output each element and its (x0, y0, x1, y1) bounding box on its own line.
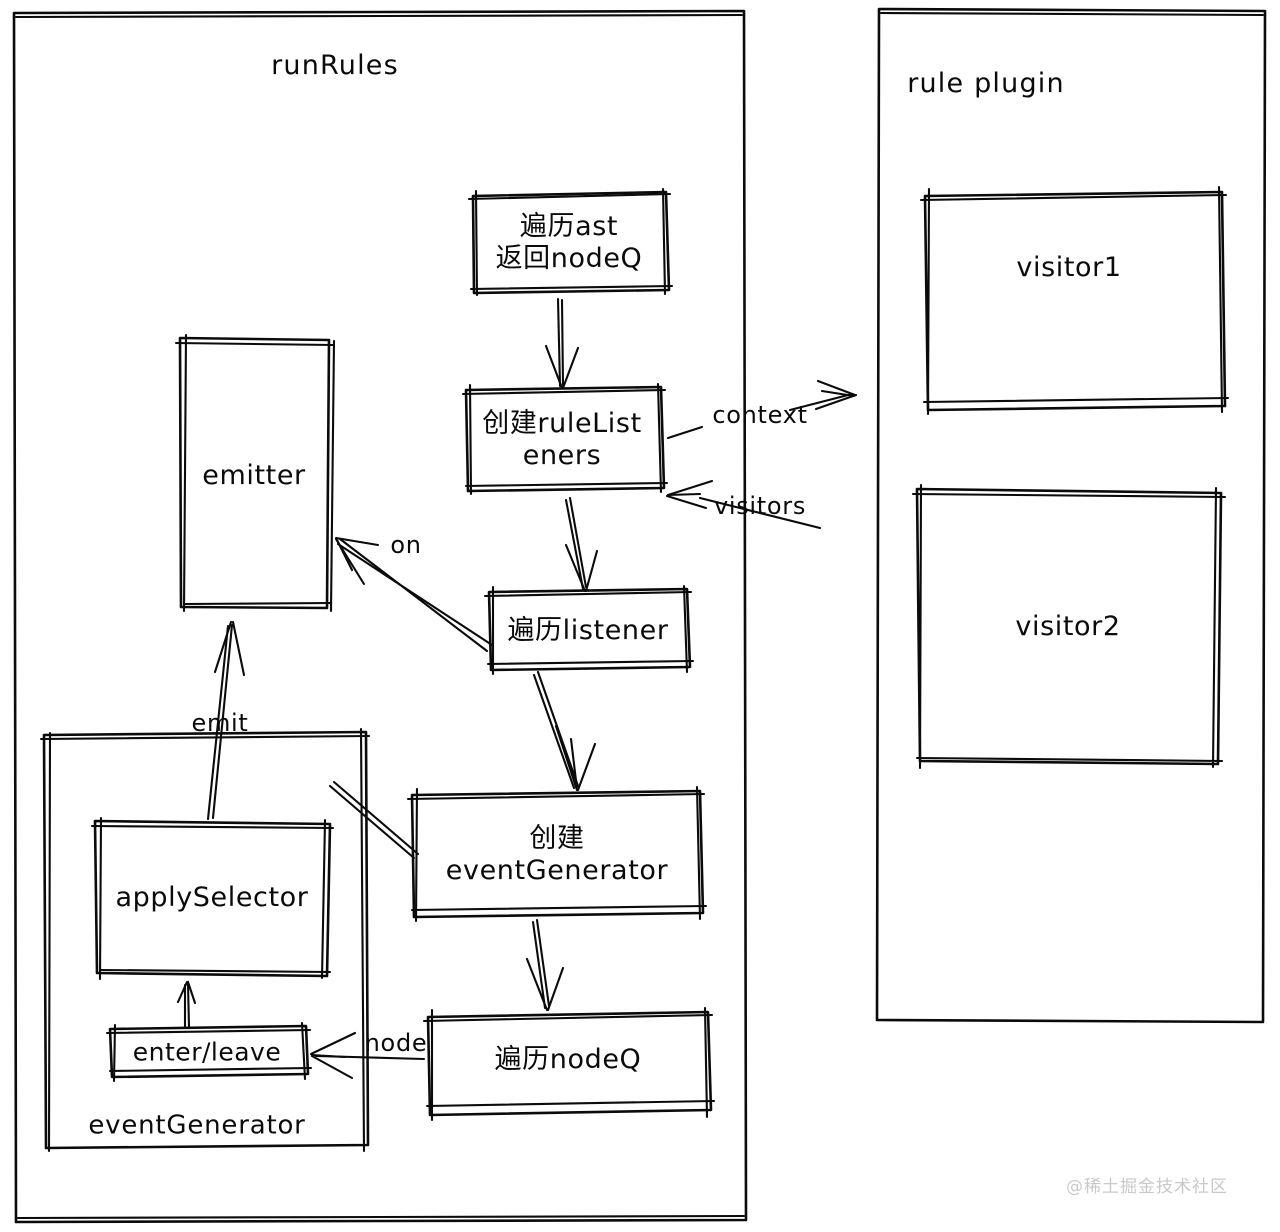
node-label-applyselector: applySelector (115, 882, 309, 914)
node-label-create-rulelisteners: 创建ruleList eners (482, 408, 642, 471)
edge-label-on: on (390, 530, 422, 559)
arrow-ast-to-rulelist (544, 297, 580, 390)
node-visitor2-outline (911, 483, 1227, 770)
node-label-emitter: emitter (202, 460, 306, 492)
node-label-enter-leave: enter/leave (132, 1037, 282, 1067)
node-traverseAst-outline (467, 187, 674, 297)
connector-group-to-listener (328, 780, 420, 860)
node-label-visitor1: visitor1 (1016, 252, 1122, 284)
arrow-on (334, 536, 494, 653)
container-title-ruleplugin: rule plugin (907, 68, 1065, 100)
arrow-rulelist-to-listener (564, 496, 599, 593)
edge-label-node: node (364, 1028, 428, 1057)
edge-label-visitors: visitors (713, 491, 807, 520)
node-label-create-eventgenerator: 创建 eventGenerator (445, 823, 669, 886)
edge-label-emit: emit (191, 708, 249, 737)
node-traverseNodeQ-outline (422, 1006, 716, 1122)
arrow-context (666, 379, 858, 440)
container-rulePlugin-outline (875, 7, 1267, 1024)
node-enterLeave-outline (105, 1021, 313, 1083)
node-label-traverse-nodeq: 遍历nodeQ (494, 1044, 642, 1076)
node-applySelector-outline (90, 816, 335, 981)
container-runRules-outline (12, 9, 748, 1224)
arrow-listener-to-eventgen (532, 670, 597, 792)
node-createRuleListeners-outline (461, 382, 669, 496)
group-label-eventgenerator: eventGenerator (88, 1110, 306, 1141)
node-label-traverse-ast: 遍历ast 返回nodeQ (495, 211, 643, 274)
watermark: @稀土掘金技术社区 (1066, 1177, 1228, 1197)
node-createEventGenerator-outline (406, 785, 708, 923)
arrow-enterleave-to-applyselector (176, 980, 197, 1030)
arrow-visitors (665, 479, 822, 530)
node-label-visitor2: visitor2 (1015, 611, 1121, 643)
arrow-emit (206, 620, 246, 821)
arrow-eventgen-to-nodeq (525, 918, 565, 1012)
node-visitor1-outline (919, 185, 1230, 416)
arrow-node (309, 1031, 426, 1080)
container-title-runrules: runRules (271, 50, 399, 82)
node-emitter-outline (174, 333, 336, 613)
group-eventGenerator-outline (39, 727, 371, 1153)
node-traverseListener-outline (483, 584, 695, 676)
node-label-traverse-listener: 遍历listener (507, 615, 669, 647)
edge-label-context: context (712, 400, 808, 429)
